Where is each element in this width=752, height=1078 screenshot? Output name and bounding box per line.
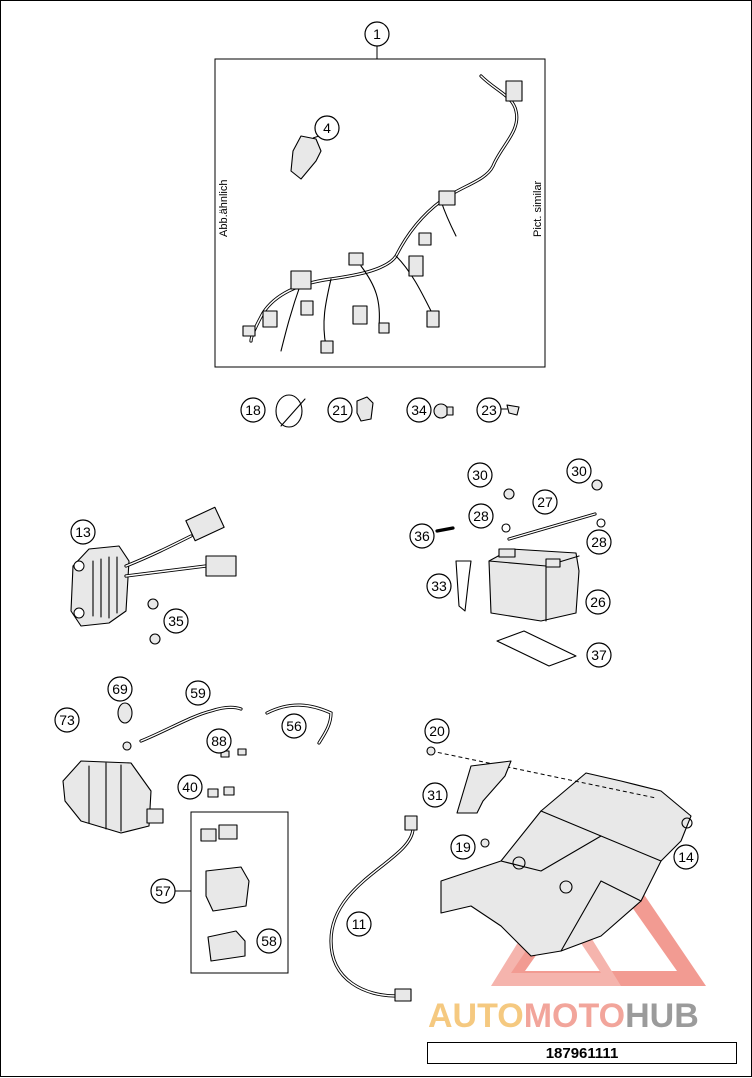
- cable-clip: [433, 403, 454, 419]
- callout-56: 56: [281, 713, 307, 739]
- battery: [488, 548, 580, 622]
- svg-text:27: 27: [537, 494, 553, 510]
- callout-26: 26: [585, 589, 611, 615]
- svg-text:36: 36: [414, 528, 430, 544]
- starter-cables: [117, 702, 333, 751]
- battery-screws: [435, 479, 606, 533]
- callout-18: 18: [240, 397, 266, 423]
- starter-relay: [200, 824, 250, 962]
- svg-text:4: 4: [323, 120, 331, 136]
- voltage-regulator: [70, 506, 237, 627]
- svg-text:58: 58: [261, 933, 277, 949]
- svg-text:18: 18: [245, 402, 261, 418]
- callout-30a: 30: [467, 462, 493, 488]
- svg-text:20: 20: [429, 723, 445, 739]
- callout-21: 21: [327, 397, 353, 423]
- callout-69: 69: [107, 676, 133, 702]
- svg-text:30: 30: [472, 467, 488, 483]
- callout-34: 34: [406, 397, 432, 423]
- callout-14: 14: [673, 844, 699, 870]
- svg-text:69: 69: [112, 681, 128, 697]
- callout-40: 40: [177, 774, 203, 800]
- battery-holder-clip: [456, 760, 512, 814]
- callout-37: 37: [586, 642, 612, 668]
- callout-59: 59: [185, 680, 211, 706]
- rubber-cap: [356, 396, 374, 422]
- starter-motor: [62, 760, 164, 834]
- callout-30b: 30: [566, 458, 592, 484]
- svg-text:40: 40: [182, 779, 198, 795]
- harness-frame: [214, 58, 546, 368]
- callout-28b: 28: [586, 529, 612, 555]
- callout-4: 4: [314, 115, 340, 141]
- callout-33: 33: [426, 573, 452, 599]
- relay-bracket: [290, 135, 322, 180]
- svg-text:37: 37: [591, 647, 607, 663]
- callout-36: 36: [409, 523, 435, 549]
- svg-text:73: 73: [59, 712, 75, 728]
- callout-27: 27: [532, 489, 558, 515]
- part-number-box: 187961111: [427, 1042, 737, 1064]
- callout-58: 58: [256, 928, 282, 954]
- callout-19: 19: [450, 834, 476, 860]
- svg-text:11: 11: [352, 916, 367, 932]
- svg-text:21: 21: [332, 402, 348, 418]
- callout-57: 57: [150, 878, 176, 904]
- callout-35: 35: [163, 608, 189, 634]
- ground-wire: [329, 815, 418, 1002]
- svg-text:26: 26: [590, 594, 606, 610]
- battery-cable: [507, 512, 597, 541]
- callout-23: 23: [476, 397, 502, 423]
- starter-relay-frame: [190, 811, 289, 974]
- foam-pad: [496, 630, 577, 667]
- svg-text:35: 35: [168, 613, 184, 629]
- fuses: [207, 748, 247, 798]
- cable-tie: [275, 394, 306, 428]
- cable-holder: [500, 404, 520, 416]
- battery-holder: [426, 746, 693, 957]
- svg-text:19: 19: [455, 839, 471, 855]
- svg-text:23: 23: [481, 402, 497, 418]
- watermark-text: AUTOMOTOHUB: [428, 997, 699, 1035]
- callout-13: 13: [70, 519, 96, 545]
- callout-20: 20: [424, 718, 450, 744]
- callout-1: 1: [364, 21, 390, 47]
- svg-text:1: 1: [373, 26, 381, 42]
- svg-text:28: 28: [473, 508, 489, 524]
- label-similar-en: Pict. similar: [532, 180, 544, 237]
- svg-text:28: 28: [591, 534, 607, 550]
- wiring-harness: [242, 74, 523, 354]
- callout-11: 11: [346, 911, 372, 937]
- regulator-screws: [147, 598, 161, 645]
- svg-text:31: 31: [427, 787, 443, 803]
- callout-31: 31: [422, 782, 448, 808]
- label-similar-de: Abb.ähnlich: [218, 180, 230, 238]
- svg-text:56: 56: [286, 718, 302, 734]
- svg-text:34: 34: [411, 402, 427, 418]
- callout-28a: 28: [468, 503, 494, 529]
- battery-strap: [455, 560, 472, 612]
- callout-88: 88: [206, 728, 232, 754]
- svg-text:14: 14: [678, 849, 694, 865]
- svg-text:30: 30: [571, 463, 587, 479]
- svg-text:88: 88: [211, 733, 227, 749]
- svg-text:13: 13: [75, 524, 91, 540]
- svg-text:57: 57: [155, 883, 171, 899]
- callout-73: 73: [54, 707, 80, 733]
- svg-text:59: 59: [190, 685, 206, 701]
- svg-text:33: 33: [431, 578, 447, 594]
